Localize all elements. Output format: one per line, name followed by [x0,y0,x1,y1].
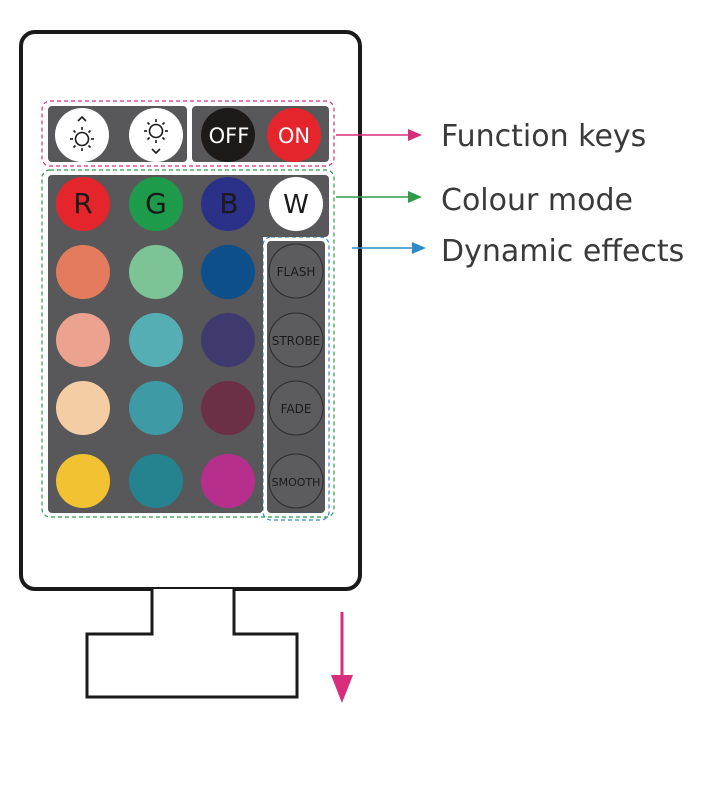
dynamic-effects-label: Dynamic effects [441,234,684,269]
function-keys-label: Function keys [441,119,646,154]
dynamic-effects-arrow-head [412,242,426,254]
brightness-down-button[interactable] [129,108,183,162]
colour-button-r2c3[interactable] [201,245,255,299]
effects-panel [267,241,325,513]
dynamic-effects-callout: Dynamic effects [352,234,684,269]
smooth-label: SMOOTH [272,476,321,489]
brightness-up-button[interactable] [55,108,109,162]
brightness-up-icon [70,115,94,151]
w-label: W [283,190,309,220]
fade-label: FADE [281,402,312,416]
colour-button-r5c3[interactable] [201,454,255,508]
function-keys-callout: Function keys [336,119,646,154]
green-button[interactable] [129,177,183,231]
colour-button-r4c1[interactable] [56,381,110,435]
on-label: ON [278,124,310,148]
blue-button[interactable] [201,177,255,231]
fade-button[interactable]: FADE [268,380,324,436]
flash-button[interactable]: FLASH [268,243,324,299]
colour-button-r5c1[interactable] [56,454,110,508]
colour-mode-callout: Colour mode [336,183,633,218]
strobe-button[interactable]: STROBE [268,312,324,368]
colour-button-r2c1[interactable] [56,245,110,299]
colour-button-r2c2[interactable] [129,245,183,299]
colour-mode-label: Colour mode [441,183,633,218]
b-label: B [219,187,238,220]
off-button[interactable]: OFF [201,108,255,162]
r-label: R [73,187,92,220]
colour-button-r3c1[interactable] [56,313,110,367]
function-keys-arrow-head [408,129,422,141]
colour-button-r3c3[interactable] [201,313,255,367]
colour-mode-arrow-head [408,191,422,203]
colour-buttons [56,177,323,508]
colour-button-r4c2[interactable] [129,381,183,435]
colour-mode-outline [41,169,335,518]
strobe-label: STROBE [272,334,321,348]
smooth-button[interactable]: SMOOTH [268,453,324,509]
g-label: G [145,187,167,220]
colour-button-r4c3[interactable] [201,381,255,435]
flash-label: FLASH [277,265,316,279]
colour-button-r3c2[interactable] [129,313,183,367]
white-button[interactable] [269,177,323,231]
red-button[interactable] [56,177,110,231]
off-label: OFF [209,124,250,148]
on-button[interactable]: ON [267,108,321,162]
brightness-down-icon [144,119,168,155]
receiver-connector [85,589,299,699]
colour-button-r5c2[interactable] [129,454,183,508]
down-arrow-head [331,675,353,703]
